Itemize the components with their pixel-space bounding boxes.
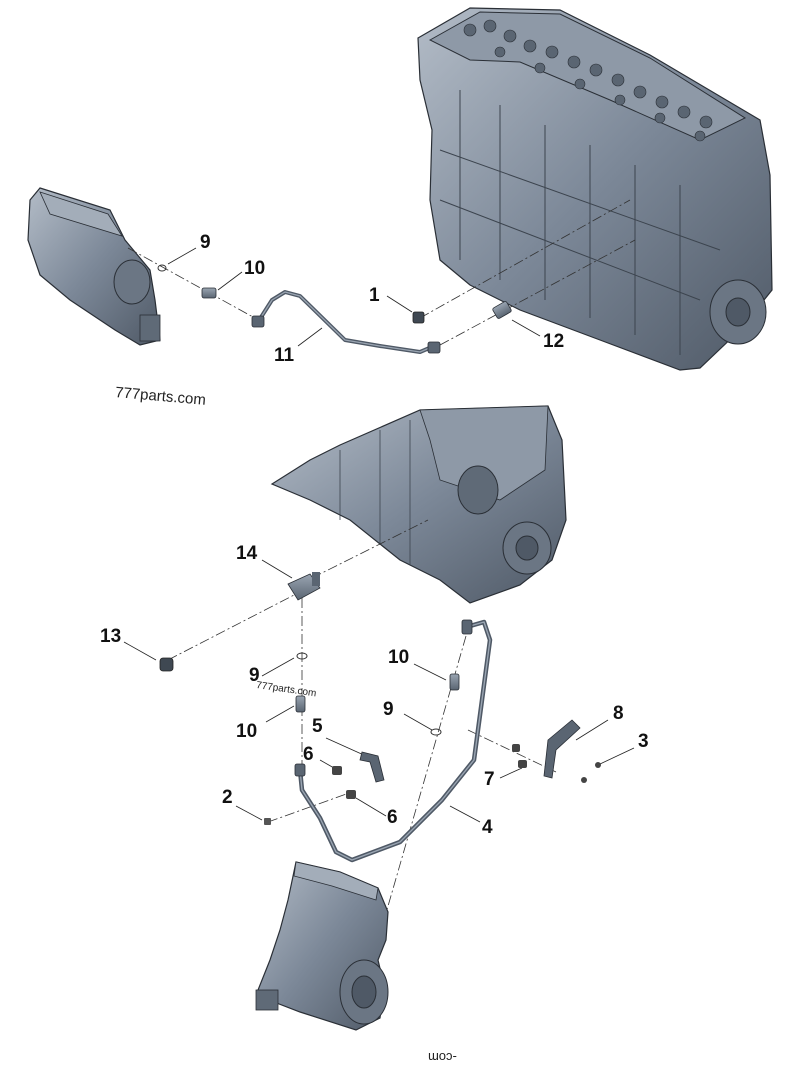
callout-11-top: 11 <box>274 345 295 366</box>
callout-12-top: 12 <box>543 331 565 352</box>
cap-nut-icon <box>581 762 601 783</box>
o-ring-icon <box>430 728 442 736</box>
fuel-pump-bottom <box>255 861 389 1031</box>
callout-9-b: 9 <box>383 699 394 720</box>
fuel-pump-top <box>27 187 161 346</box>
fitting-icon <box>201 287 217 299</box>
callout-8: 8 <box>613 703 624 724</box>
callout-9-a: 9 <box>249 665 260 686</box>
callout-6-b: 6 <box>387 807 398 828</box>
callout-leaders-bottom <box>123 559 635 823</box>
cap-nut-icon <box>264 818 271 825</box>
callout-3: 3 <box>638 731 649 752</box>
callout-10-top: 10 <box>244 258 266 279</box>
leader-lines-top <box>127 199 636 346</box>
cap-nut-icon <box>412 311 425 324</box>
o-ring-icon <box>296 652 308 660</box>
callout-13: 13 <box>100 626 122 647</box>
callout-4: 4 <box>482 817 493 838</box>
callout-5: 5 <box>312 716 323 737</box>
fuel-line-icon <box>251 290 441 354</box>
engine-block-bottom <box>270 405 567 604</box>
callout-leaders-top <box>167 247 541 347</box>
bracket-icon <box>543 719 581 779</box>
fitting-icon <box>287 572 321 601</box>
fitting-icon <box>332 744 527 799</box>
callout-9-top: 9 <box>200 232 211 253</box>
o-ring-icon <box>157 264 167 272</box>
callout-7: 7 <box>484 769 495 790</box>
callout-10-a: 10 <box>388 647 410 668</box>
engine-block-top <box>417 7 773 371</box>
callout-1-top: 1 <box>369 285 380 306</box>
callout-6-a: 6 <box>303 744 314 765</box>
callout-10-b: 10 <box>236 721 258 742</box>
callout-14: 14 <box>236 543 258 564</box>
fitting-icon <box>492 301 512 319</box>
callout-2: 2 <box>222 787 233 808</box>
fuel-line-icon <box>294 619 493 863</box>
fitting-icon <box>449 673 460 691</box>
watermark-bottom: -com <box>428 1050 457 1065</box>
bracket-icon <box>359 751 385 783</box>
cap-nut-icon <box>159 657 174 672</box>
fitting-icon <box>295 695 306 713</box>
